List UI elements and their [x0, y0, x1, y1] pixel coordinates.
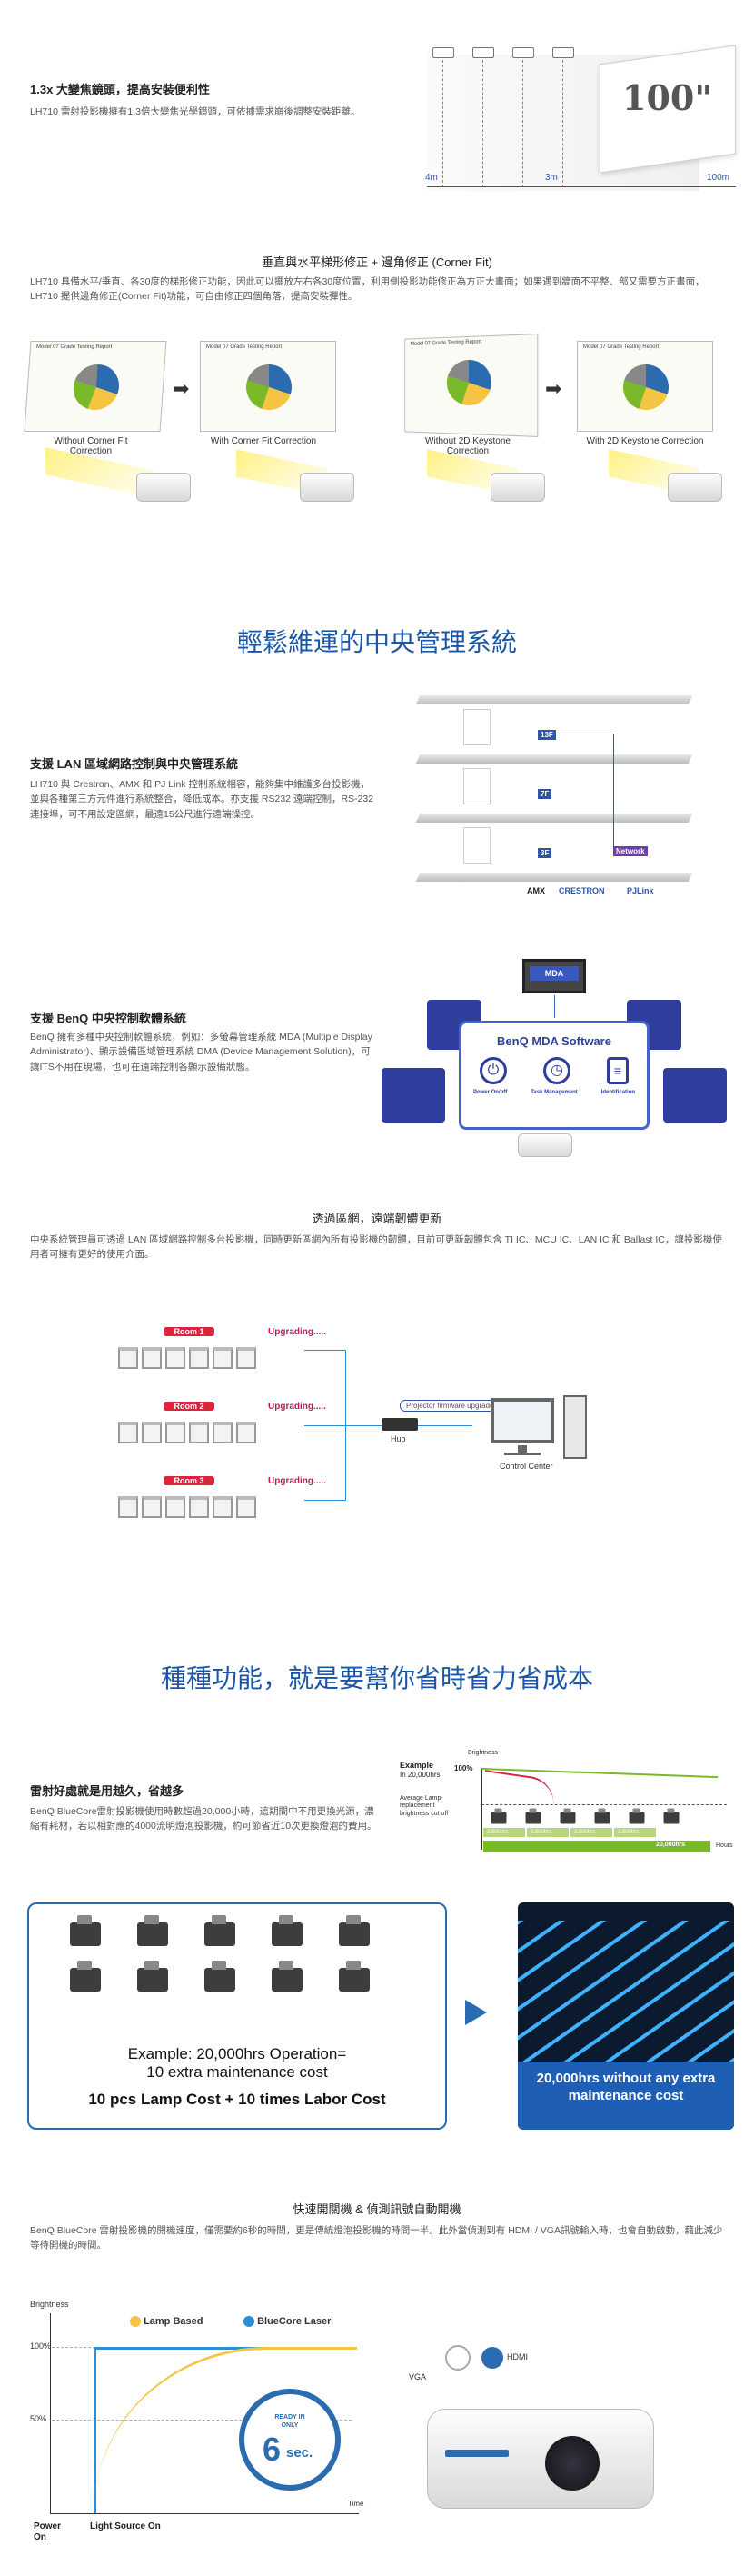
x-axis-label: Time	[348, 2500, 364, 2508]
quick-body: BenQ BlueCore 雷射投影機的開機速度，僅需要約6秒的時間，更是傳統燈…	[30, 2225, 723, 2252]
room-tag: Room 1	[164, 1327, 214, 1336]
projector-image	[427, 2409, 654, 2509]
example-line1: Example: 20,000hrs Operation=	[127, 2045, 347, 2062]
ota-illustration: Room 1 Upgrading..... Room 2 Upgrading..…	[118, 1327, 627, 1527]
port-label: VGA	[409, 2372, 427, 2381]
mda-illustration: MDA BenQ MDA Software ⏻ ◷ ≡ Power On/off…	[382, 959, 736, 1159]
laser-beams-image: 20,000hrs without any extra maintenance …	[518, 1902, 734, 2130]
projector-icon	[512, 47, 534, 58]
dist-label: 3m	[545, 173, 558, 183]
arrow-right-icon	[465, 2000, 487, 2025]
caption: With 2D Keystone Correction	[586, 436, 704, 446]
mda-title: 支援 BenQ 中央控制軟體系統	[30, 1012, 186, 1025]
feature-label: Identification	[600, 1090, 636, 1095]
brand-logo: CRESTRON	[559, 886, 605, 895]
power-icon: ⏻	[480, 1057, 507, 1084]
document-icon: ≡	[607, 1057, 629, 1084]
screen-image	[463, 768, 491, 804]
lan-body: LH710 與 Crestron、AMX 和 PJ Link 控制系統相容，能夠…	[30, 779, 374, 820]
upgrading-label: Upgrading.....	[268, 1327, 326, 1337]
floor-tag: 3F	[538, 848, 552, 858]
feature-label: Power On/off	[472, 1090, 508, 1095]
screen-image	[463, 709, 491, 745]
projector-image	[136, 473, 191, 502]
keystone-title: 垂直與水平梯形修正 + 邊角修正 (Corner Fit)	[262, 255, 492, 269]
quick-title: 快速開關機 & 偵測訊號自動開機	[293, 2202, 461, 2216]
stopwatch-icon: READY IN ONLY 6 sec.	[239, 2389, 341, 2491]
mda-body: BenQ 擁有多種中央控制軟體系統，例如：多螢幕管理系統 MDA (Multip…	[30, 1032, 372, 1073]
screen-image	[463, 827, 491, 864]
lamp-grid	[70, 1915, 390, 1992]
arrow-right-icon: ➡	[173, 377, 190, 400]
room-tag: Room 3	[164, 1476, 214, 1485]
laptop-image: MDA	[522, 959, 586, 993]
arrow-right-icon: ➡	[545, 377, 562, 400]
room-tag: Room 2	[164, 1402, 214, 1411]
brand-logo: PJLink	[627, 886, 654, 895]
brand-logo: AMX	[527, 886, 545, 895]
projector-hero: VGA HDMI	[391, 2309, 736, 2554]
feature-label: Task Management	[531, 1090, 578, 1095]
report-image: Model 07 Grade Testing Report	[577, 341, 713, 432]
features-heading: 種種功能，就是要幫你省時省力省成本	[160, 1663, 593, 1693]
laser-body: BenQ BlueCore雷射投影機使用時數超過20,000小時，這期間中不用更…	[30, 1806, 377, 1832]
projector-image	[491, 473, 545, 502]
y-tick: 50%	[30, 2414, 47, 2423]
keystone-body: LH710 具備水平/垂直、各30度的梯形修正功能，因此可以擺放左右各30度位置…	[30, 276, 705, 303]
caption: With Corner Fit Correction	[210, 436, 317, 446]
laser-title: 雷射好處就是用越久，省越多	[30, 1784, 184, 1798]
projector-icon	[472, 47, 494, 58]
clock-icon: ◷	[543, 1057, 570, 1084]
projector-image	[668, 473, 722, 502]
projector-image	[518, 1133, 572, 1157]
firmware-label: Projector firmware upgrade	[400, 1400, 501, 1412]
monitor-image	[491, 1398, 554, 1443]
upgrading-label: Upgrading.....	[268, 1402, 326, 1412]
network-tag: Network	[613, 846, 648, 856]
port-label: HDMI	[507, 2352, 528, 2361]
projector-icon	[552, 47, 574, 58]
cost-box: Example: 20,000hrs Operation= 10 extra m…	[27, 1902, 447, 2130]
example-line2: 10 extra maintenance cost	[146, 2063, 328, 2081]
hub-label: Hub	[391, 1434, 406, 1443]
computer-tower-image	[563, 1395, 587, 1459]
dist-label: 100m	[707, 173, 730, 183]
projector-image	[300, 473, 354, 502]
ota-body: 中央系統管理員可透過 LAN 區域網路控制多台投影機，同時更新區網內所有投影機的…	[30, 1234, 722, 1261]
y-tick: 100%	[30, 2341, 52, 2351]
legend-lamp: Lamp Based	[130, 2316, 203, 2328]
x-label: Power On	[34, 2521, 62, 2542]
lan-title: 支援 LAN 區域網路控制與中央管理系統	[30, 757, 238, 771]
report-image: Model 07 Grade Testing Report	[200, 341, 336, 432]
central-heading: 輕鬆維運的中央管理系統	[236, 627, 517, 657]
zoom-body: LH710 雷射投影機擁有1.3倍大變焦光學鏡頭，可依據需求崩後調整安裝距離。	[30, 106, 361, 117]
mda-panel: BenQ MDA Software ⏻ ◷ ≡ Power On/off Tas…	[459, 1021, 650, 1130]
floor-tag: 13F	[538, 730, 556, 740]
y-label: Brightness	[30, 2300, 69, 2309]
legend-laser: BlueCore Laser	[243, 2316, 331, 2328]
report-image: Model 07 Grade Testing Report	[24, 341, 167, 432]
hub-image	[382, 1418, 418, 1431]
cost-line: 10 pcs Lamp Cost + 10 times Labor Cost	[88, 2091, 386, 2108]
control-label: Control Center	[500, 1462, 553, 1471]
upgrading-label: Upgrading.....	[268, 1476, 326, 1486]
report-image: Model 07 Grade Testing Report	[404, 334, 539, 437]
dist-label: 4m	[425, 173, 438, 183]
startup-chart: Brightness 100% 50% Lamp Based BlueCore …	[30, 2300, 375, 2563]
brightness-chart: Brightness Example In 20,000hrs 100% Ave…	[400, 1750, 745, 1868]
no-cost-text: 20,000hrs without any extra maintenance …	[536, 2071, 716, 2103]
screen-size-label: 100"	[622, 77, 713, 118]
projector-icon	[432, 47, 454, 58]
caption: Without Corner Fit Correction	[54, 436, 128, 456]
caption: Without 2D Keystone Correction	[425, 436, 511, 456]
ota-title: 透過區網，遠端韌體更新	[312, 1212, 442, 1225]
x-label: Light Source On	[90, 2521, 161, 2531]
keystone-illustration: Model 07 Grade Testing Report ➡ Model 07…	[24, 334, 727, 518]
lan-illustration: 13F 7F 3F Network CRESTRON AMX PJLink	[415, 695, 718, 904]
floor-tag: 7F	[538, 789, 552, 799]
zoom-illustration: 100" 4m 3m 100m	[418, 27, 745, 191]
zoom-title: 1.3x 大變焦鏡頭，提高安裝便利性	[30, 83, 210, 96]
